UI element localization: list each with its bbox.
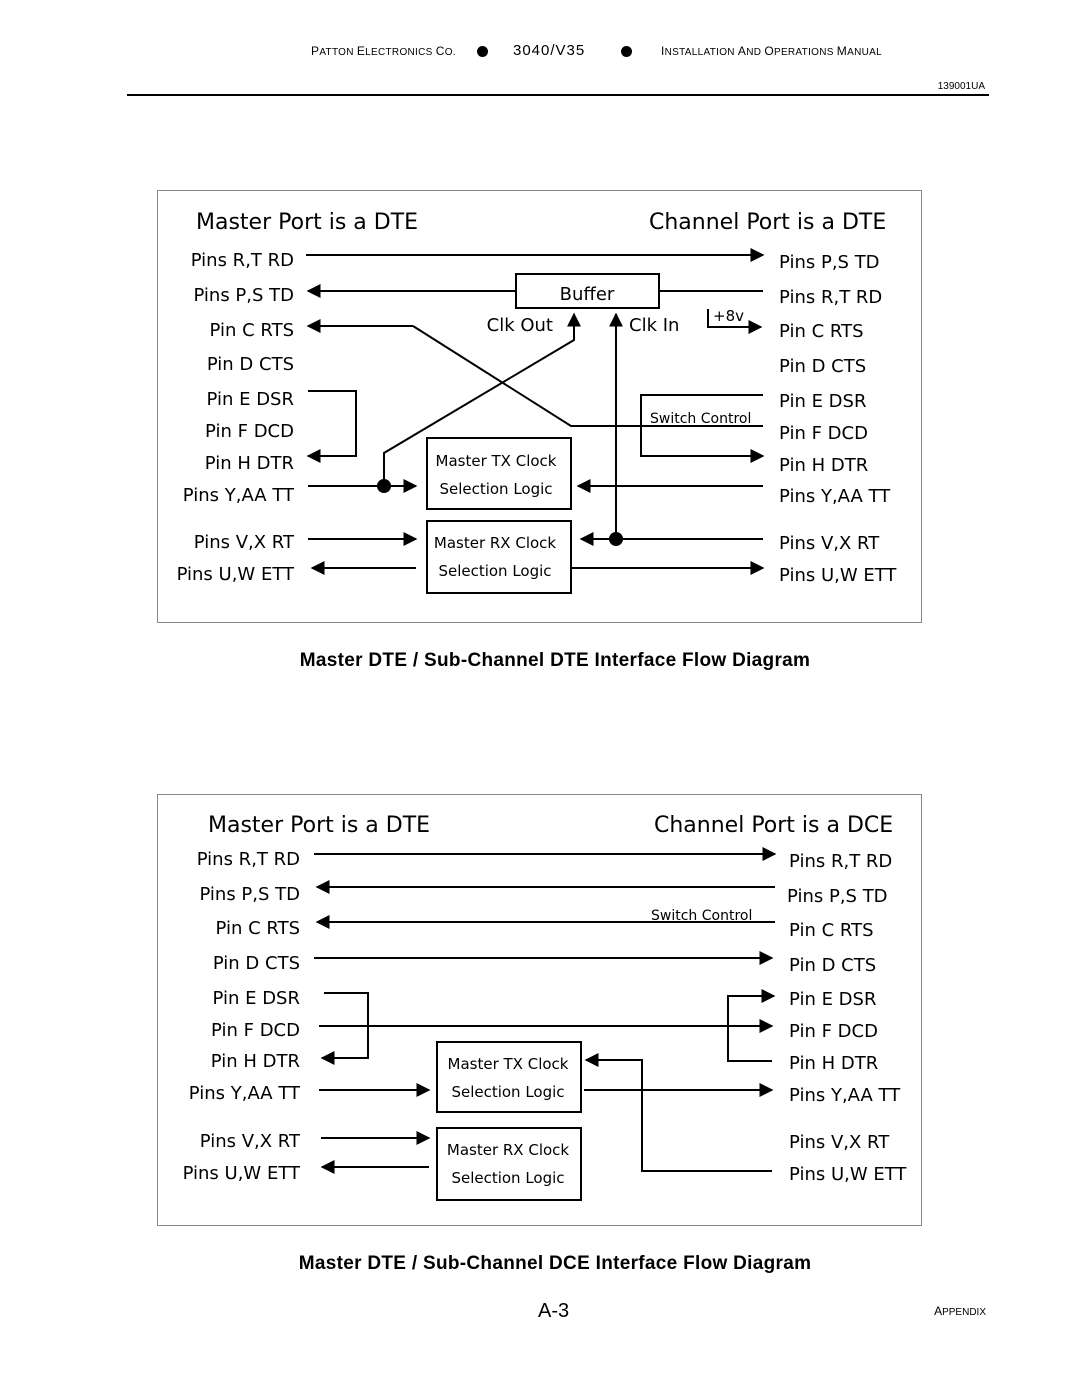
d1-left-pin: Pin E DSR [207,389,294,410]
header-bullet [477,46,488,57]
d2-left-pin: Pins U,W ETT [183,1163,301,1184]
buffer-box [515,273,660,309]
d2-right-pin: Pins Y,AA TT [789,1085,901,1106]
clk-out-line [383,312,581,483]
d1-left-pin: Pin H DTR [205,453,294,474]
d2-left-pin: Pins Y,AA TT [189,1083,301,1104]
d2-right-pin: Pin C RTS [789,920,874,941]
footer-section: APPENDIX [934,1304,986,1318]
d2-right-pin: Pins R,T RD [789,851,892,872]
dsr-dtr-loop [306,390,357,463]
clk-in-label: Clk In [629,315,679,336]
clk-out-label: Clk Out [487,315,553,336]
d2-left-pin: Pin H DTR [211,1051,300,1072]
buffer-label: Buffer [560,284,615,305]
header-company: PATTON ELECTRONICS CO. [311,44,456,58]
header-rule [127,94,989,96]
diagram-dte-dte-svg: Master Port is a DTE Channel Port is a D… [177,210,897,594]
d2-right-pin: Pins P,S TD [787,886,888,907]
d2-left-pin: Pin D CTS [213,953,300,974]
diagram-dte-dce-svg: Master Port is a DTE Channel Port is a D… [183,813,907,1201]
diagram1-title-right: Channel Port is a DTE [649,210,886,235]
switch-control-label: Switch Control [650,411,751,427]
rx-box-line1: Master RX Clock [434,534,557,552]
doc-number: 139001UA [937,81,985,92]
rts-cross-line [412,325,763,427]
d1-right-pin: Pins U,W ETT [779,565,897,586]
d2-left-pin: Pins V,X RT [200,1131,301,1152]
d1-right-pin: Pin C RTS [779,321,864,342]
header-manual-title: INSTALLATION AND OPERATIONS MANUAL [661,44,882,58]
d1-right-pin: Pins R,T RD [779,287,882,308]
d1-right-pin: Pins V,X RT [779,533,880,554]
d1-right-pin: Pins Y,AA TT [779,486,891,507]
ett-to-tx-line [584,1053,772,1172]
page-number: A-3 [538,1300,570,1322]
diagram1-title-left: Master Port is a DTE [196,210,418,235]
d1-right-pin: Pin F DCD [779,423,868,444]
rx-box-line2: Selection Logic [451,1169,564,1187]
d1-left-pin: Pins P,S TD [193,285,294,306]
plus8v-line [707,309,763,334]
d2-left-pin: Pin E DSR [213,988,300,1009]
d2-left-pin: Pins R,T RD [197,849,300,870]
d1-left-pin: Pins Y,AA TT [183,485,295,506]
d2-right-pin: Pin H DTR [789,1053,878,1074]
rx-box-line1: Master RX Clock [447,1141,570,1159]
rx-clock-box [426,520,572,594]
diagram2-title-left: Master Port is a DTE [208,813,430,838]
rx-clock-box [436,1127,582,1201]
tx-box-line1: Master TX Clock [448,1055,569,1073]
d2-left-pin: Pin C RTS [216,918,301,939]
d2-right-pin: Pin E DSR [789,989,876,1010]
d1-left-pin: Pins R,T RD [191,250,294,271]
rx-box-line2: Selection Logic [438,562,551,580]
d2-right-pin: Pins V,X RT [789,1132,890,1153]
junction-dot [377,479,391,493]
tx-clock-box [426,437,572,510]
d1-right-pin: Pin E DSR [779,391,866,412]
diagram1-caption: Master DTE / Sub-Channel DTE Interface F… [299,650,811,671]
d1-right-pin: Pins P,S TD [779,252,880,273]
diagram-dte-dte: Master Port is a DTE Channel Port is a D… [157,190,922,623]
switch-control-label: Switch Control [651,908,752,924]
d1-right-pin: Pin H DTR [779,455,868,476]
d1-left-pin: Pin F DCD [205,421,294,442]
junction-dot [609,532,623,546]
d2-left-pin: Pin F DCD [211,1020,300,1041]
diagram2-caption: Master DTE / Sub-Channel DCE Interface F… [298,1253,812,1274]
diagram2-title-right: Channel Port is a DCE [654,813,893,838]
tx-clock-box [436,1041,582,1113]
tx-box-line2: Selection Logic [451,1083,564,1101]
d2-right-pin: Pin F DCD [789,1021,878,1042]
voltage-label: +8v [713,307,744,325]
diagram-dte-dce: Master Port is a DTE Channel Port is a D… [157,794,922,1226]
switch-control-line [640,394,765,463]
d1-right-pin: Pin D CTS [779,356,866,377]
header-model: 3040/V35 [513,42,586,59]
d2-right-pin: Pin D CTS [789,955,876,976]
d2-right-pin: Pins U,W ETT [789,1164,907,1185]
d1-left-pin: Pins U,W ETT [177,564,295,585]
d1-left-pin: Pin C RTS [210,320,295,341]
tx-box-line1: Master TX Clock [436,452,557,470]
header-bullet [621,46,632,57]
d2-left-pin: Pins P,S TD [199,884,300,905]
dtr-dsr-loop-right [727,995,772,1062]
tx-box-line2: Selection Logic [439,480,552,498]
d1-left-pin: Pins V,X RT [194,532,295,553]
d1-left-pin: Pin D CTS [207,354,294,375]
